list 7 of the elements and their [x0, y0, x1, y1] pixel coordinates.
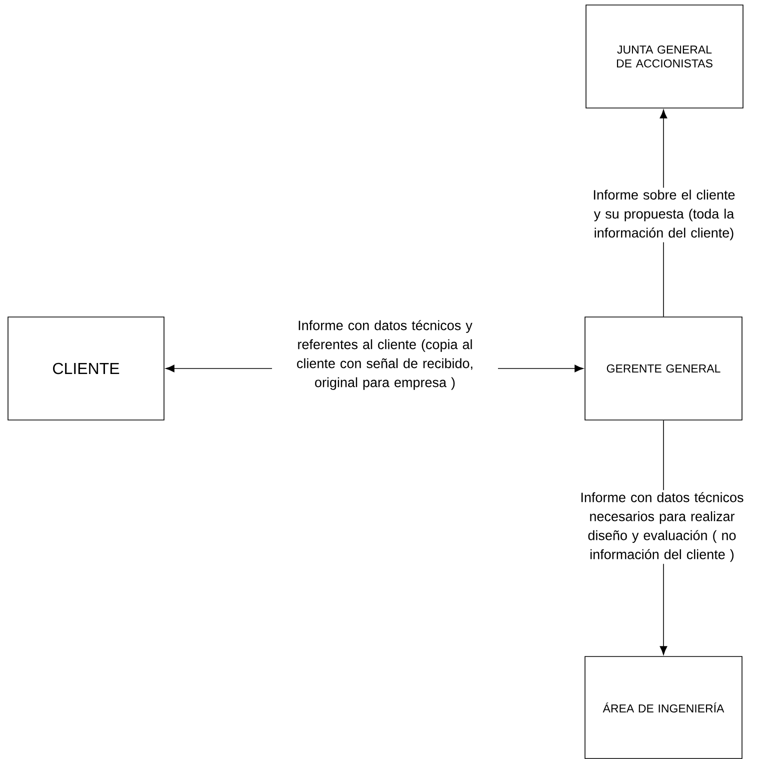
process-box: ÁREA DE INGENIERÍA — [584, 656, 742, 759]
process-box: JUNTA GENERAL DE ACCIONISTAS — [586, 4, 744, 108]
edge-label: Informe con datos técnicos necesarios para realizar diseño y evaluación ( no información del cliente ) — [567, 490, 757, 564]
process-box: GERENTE GENERAL — [584, 316, 742, 420]
process-box: CLIENTE — [8, 316, 164, 420]
edge-label: Informe sobre el cliente y su propuesta (toda la información del cliente) — [578, 188, 750, 242]
edge-label: Informe con datos técnicos y referentes al cliente (copia al cliente con señal de recibido, original para empresa ) — [272, 318, 498, 392]
